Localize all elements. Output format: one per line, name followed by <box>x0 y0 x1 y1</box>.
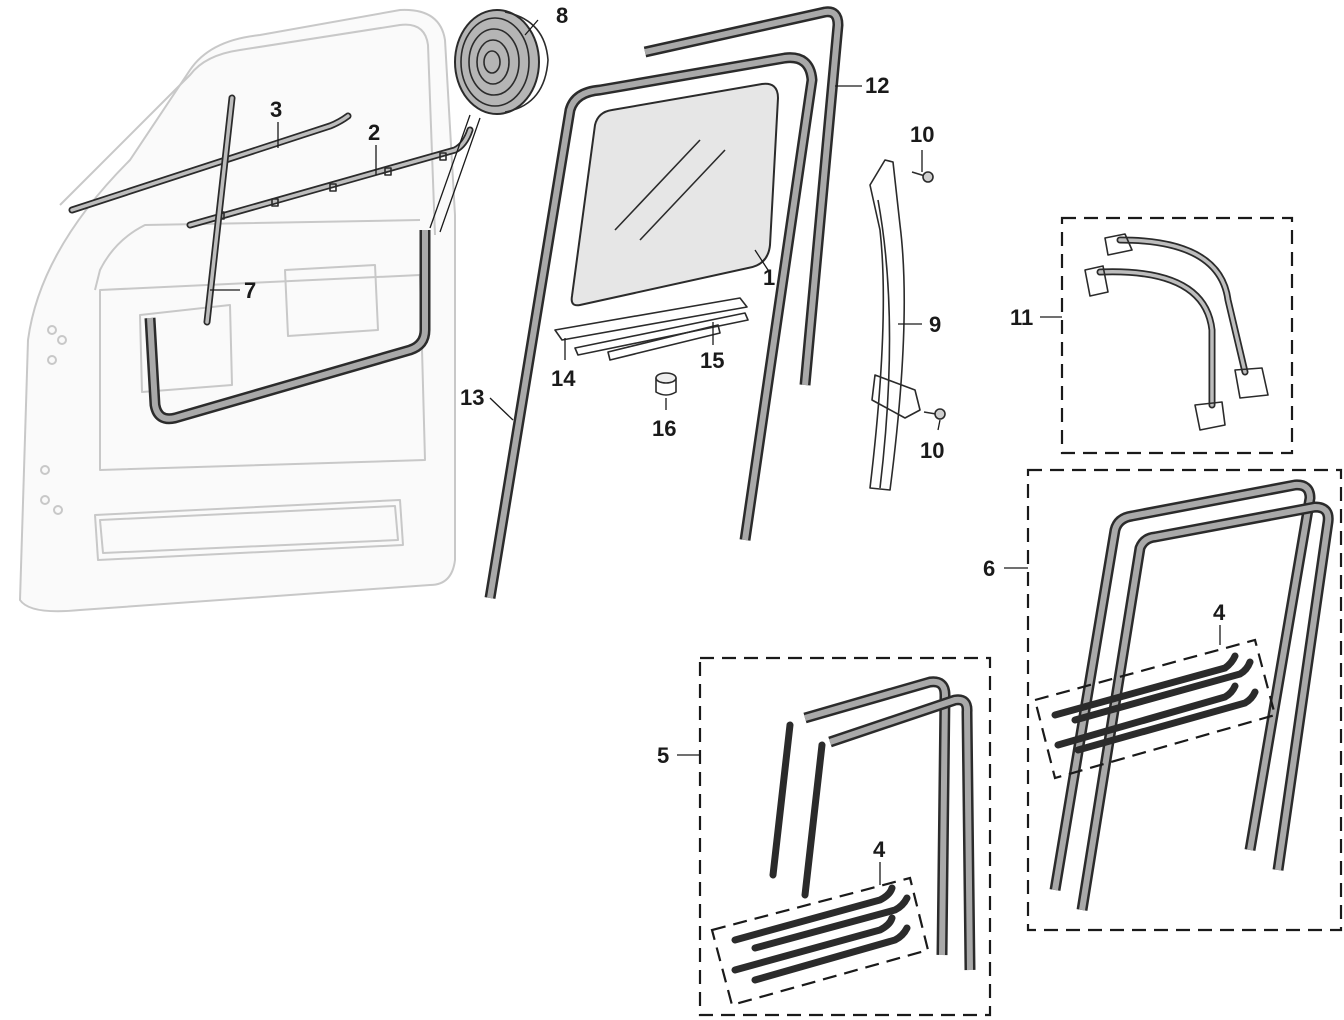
part-12-upper-run-channel <box>643 6 844 386</box>
sub-box-4-upper <box>1033 638 1277 780</box>
callout-11: 11 <box>1010 305 1033 330</box>
callout-2: 2 <box>368 120 380 145</box>
callout-10-lower: 10 <box>920 438 944 463</box>
callout-16: 16 <box>652 416 676 441</box>
part-9-division-bar <box>869 159 921 491</box>
glass-glare <box>614 139 726 241</box>
part-4-belt-strips-upper <box>1051 652 1259 754</box>
part-10-screw-upper <box>911 171 934 183</box>
callout-labels: 1 2 3 4 4 5 6 7 8 9 10 10 11 12 13 14 15… <box>244 3 1226 862</box>
callout-10-upper: 10 <box>910 122 934 147</box>
part-11-vent-seals <box>1084 233 1269 431</box>
callout-6: 6 <box>983 556 995 581</box>
part-13-glass-run <box>484 52 818 599</box>
part-6-glass-run-set <box>1049 479 1334 911</box>
part-1-door-glass <box>570 82 780 307</box>
callout-5: 5 <box>657 743 669 768</box>
part-5-glass-run-set <box>769 676 976 971</box>
callout-4-upper: 4 <box>1213 600 1226 625</box>
callout-14: 14 <box>551 366 576 391</box>
leader-lines <box>210 19 1221 885</box>
part-2-outer-belt-strip <box>186 126 474 229</box>
part-14-sash-channel <box>554 297 748 341</box>
door-shell <box>18 8 456 613</box>
callout-13: 13 <box>460 385 484 410</box>
part-15-sash-strip <box>574 312 749 361</box>
callout-15: 15 <box>700 348 724 373</box>
callout-4-lower: 4 <box>873 837 886 862</box>
callout-12: 12 <box>865 73 889 98</box>
part-7-division-channel <box>203 94 236 326</box>
sub-box-4-lower <box>710 876 930 1007</box>
part-10-screw-lower <box>923 408 946 420</box>
part-8-seal-roll <box>454 9 549 115</box>
group-box-5 <box>698 656 992 1017</box>
callout-1: 1 <box>763 265 775 290</box>
callout-9: 9 <box>929 312 941 337</box>
part-16-bumper <box>655 372 677 396</box>
part-door-u-seal <box>144 230 431 425</box>
group-box-6 <box>1026 468 1343 932</box>
part-4-belt-strips-lower <box>731 884 911 984</box>
part-3-inner-belt-strip <box>68 112 352 214</box>
group-box-11 <box>1060 216 1294 455</box>
callout-7: 7 <box>244 278 256 303</box>
callout-3: 3 <box>270 97 282 122</box>
callout-8: 8 <box>556 3 568 28</box>
